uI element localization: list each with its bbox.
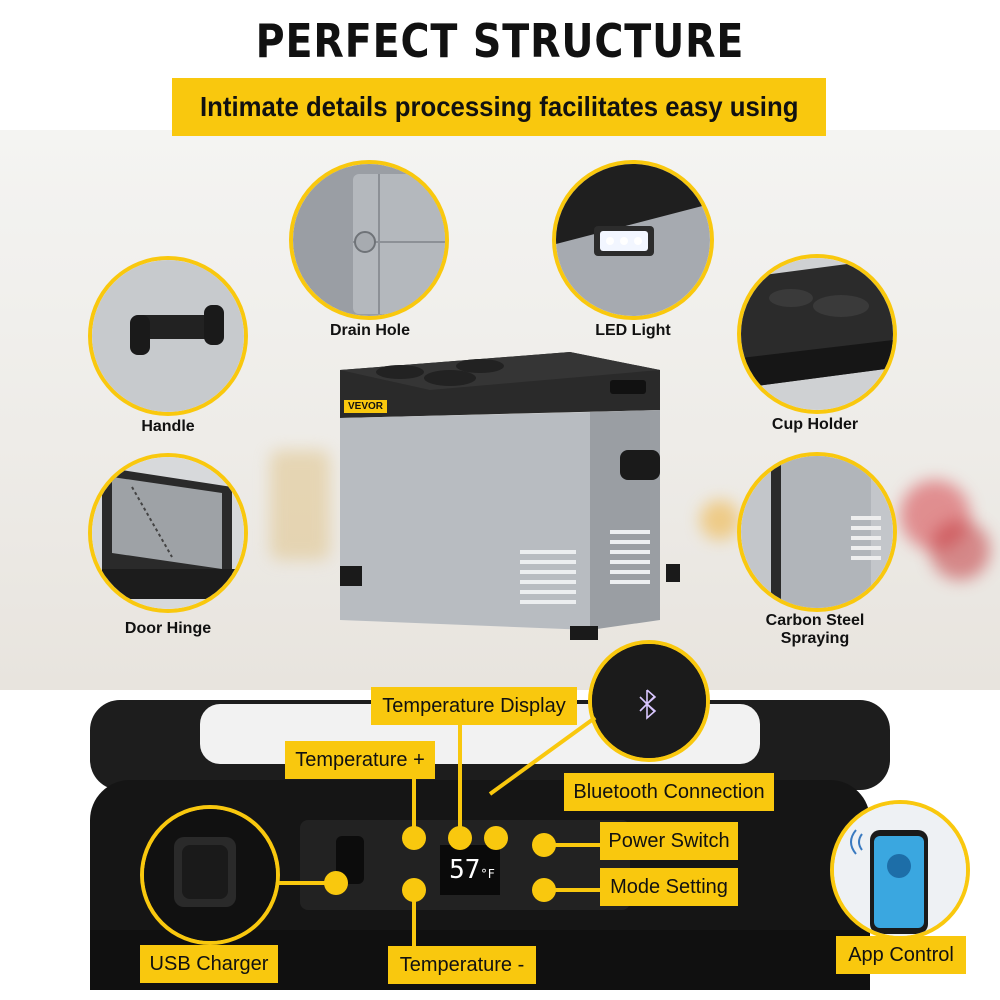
door-hinge-image — [92, 457, 244, 609]
door-hinge-closeup — [88, 453, 248, 613]
drain-hole-label: Drain Hole — [329, 322, 410, 339]
door-hinge-label: Door Hinge — [124, 620, 212, 637]
leader-line — [552, 888, 602, 892]
leader-line — [458, 724, 462, 832]
temperature-display-marker — [448, 826, 472, 850]
display-readout: 57°F — [446, 850, 498, 890]
carbon-steel-label: Carbon Steel Spraying — [745, 612, 885, 648]
subtitle-text: Intimate details processing facilitates … — [199, 91, 799, 122]
mode-setting-label: Mode Setting — [600, 868, 738, 906]
cup-holder-closeup — [737, 254, 897, 414]
power-switch-button[interactable] — [532, 833, 556, 857]
fridge-illustration — [340, 352, 680, 640]
background-pepper — [700, 500, 740, 540]
power-switch-label: Power Switch — [600, 822, 738, 860]
subtitle-banner: Intimate details processing facilitates … — [172, 78, 826, 136]
app-control-closeup — [830, 800, 970, 940]
leader-line — [276, 881, 334, 885]
smartphone-app-image — [834, 804, 966, 936]
drain-hole-image — [293, 164, 445, 316]
carbon-steel-label-line1: Carbon Steel — [765, 612, 865, 629]
temperature-plus-button[interactable] — [402, 826, 426, 850]
led-light-label: LED Light — [595, 322, 671, 339]
cup-holder-label: Cup Holder — [771, 416, 859, 433]
handle-image — [92, 260, 244, 412]
usb-port-marker — [324, 871, 348, 895]
leader-line — [552, 843, 602, 847]
usb-closeup — [140, 805, 280, 945]
usb-charger-label: USB Charger — [140, 945, 278, 983]
handle-closeup — [88, 256, 248, 416]
background-fruit — [930, 520, 990, 580]
leader-line — [412, 897, 416, 947]
page-title: PERFECT STRUCTURE — [255, 14, 745, 68]
temperature-plus-label: Temperature + — [285, 741, 435, 779]
led-light-closeup — [552, 160, 714, 320]
drain-hole-closeup — [289, 160, 449, 320]
fridge-product: VEVOR — [330, 330, 690, 650]
temperature-display-label: Temperature Display — [371, 687, 577, 725]
bluetooth-icon — [592, 644, 706, 758]
bluetooth-connection-label: Bluetooth Connection — [564, 773, 774, 811]
display-unit: °F — [480, 867, 495, 881]
temperature-minus-label: Temperature - — [388, 946, 536, 984]
bluetooth-closeup — [588, 640, 710, 762]
carbon-steel-closeup — [737, 452, 897, 612]
handle-label: Handle — [141, 418, 195, 435]
usb-port-image — [144, 809, 276, 941]
cup-holder-image — [741, 258, 893, 410]
led-light-image — [556, 164, 710, 316]
temperature-minus-button[interactable] — [402, 878, 426, 902]
app-control-label: App Control — [836, 936, 966, 974]
background-jar — [270, 450, 330, 560]
leader-line — [412, 778, 416, 832]
brand-badge: VEVOR — [344, 400, 388, 413]
display-value: 57 — [449, 855, 481, 885]
carbon-steel-image — [741, 456, 893, 608]
mode-setting-button[interactable] — [532, 878, 556, 902]
carbon-steel-label-line2: Spraying — [780, 630, 850, 647]
bluetooth-button[interactable] — [484, 826, 508, 850]
